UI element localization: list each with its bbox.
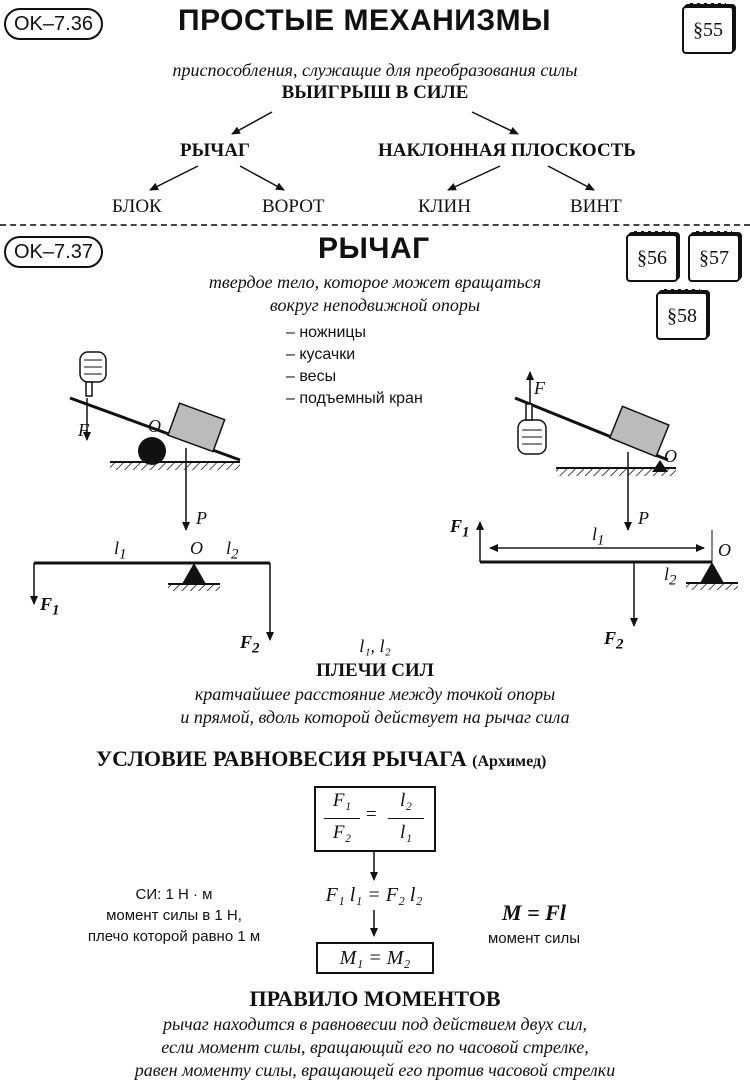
label-F1-right: F1 <box>450 516 470 541</box>
label-O-left-diagram: O <box>190 538 203 558</box>
si-line1: СИ: 1 Н · м <box>135 886 213 903</box>
left-force-diagram <box>30 561 274 641</box>
arrow-to-lever <box>231 111 273 135</box>
label-O-right-diagram: O <box>718 540 731 560</box>
load-box <box>166 402 226 453</box>
ratio-eq: = <box>366 804 377 825</box>
arms-definition-line2: и прямой, вдоль которой действует на рыч… <box>180 707 570 727</box>
paragraph-ref-56[interactable]: §56 <box>626 231 678 282</box>
paragraph-ref-57[interactable]: §57 <box>688 231 740 282</box>
pointing-hand-up-icon <box>517 403 547 455</box>
left-lever-illustration <box>69 351 241 531</box>
example-item: – кусачки <box>286 346 356 363</box>
wedge-label: КЛИН <box>418 196 472 217</box>
label-O-right: O <box>664 446 677 466</box>
gain-label: ВЫИГРЫШ В СИЛЕ <box>281 82 469 103</box>
label-F1-left: F1 <box>40 594 60 619</box>
ratio-num-right: l₂ <box>400 790 412 811</box>
classification-arrows <box>149 111 595 191</box>
inclined-plane-label: НАКЛОННАЯ ПЛОСКОСТЬ <box>378 140 636 161</box>
product-formula: F₁ l₁ = F₂ l₂ <box>325 884 423 906</box>
equilibrium-heading: УСЛОВИЕ РАВНОВЕСИЯ РЫЧАГА (Архимед) <box>96 746 546 772</box>
ratio-formula-box: F₁ F₂ = l₂ l₁ <box>314 786 436 852</box>
section-code-7-36: OK–7.36 <box>4 8 103 40</box>
arrow-to-screw <box>547 165 595 191</box>
ratio-den-left: F₂ <box>332 822 352 843</box>
winch-label: ВОРОТ <box>262 196 325 217</box>
moment-formula: M = Fl <box>502 900 566 925</box>
label-F2-left: F2 <box>240 632 260 657</box>
arms-definition-line1: кратчайшее расстояние между точкой опоры <box>194 684 556 704</box>
section-divider <box>0 224 750 226</box>
si-line2: момент силы в 1 Н, <box>106 907 242 924</box>
si-unit-block: СИ: 1 Н · м момент силы в 1 Н, плечо кот… <box>54 884 294 947</box>
load-box-right <box>608 405 670 458</box>
example-item: – ножницы <box>286 324 367 341</box>
label-F2-right: F2 <box>604 628 624 653</box>
paragraph-ref-55[interactable]: §55 <box>682 3 734 54</box>
arm-symbols: l₁, l₂ <box>359 636 391 656</box>
page-title: ПРОСТЫЕ МЕХАНИЗМЫ <box>178 4 552 37</box>
equilibrium-title: УСЛОВИЕ РАВНОВЕСИЯ РЫЧАГА <box>96 746 467 771</box>
lever-title: РЫЧАГ <box>318 232 430 265</box>
si-line3: плечо которой равно 1 м <box>87 928 261 945</box>
arrow-to-inclined-plane <box>471 111 519 135</box>
label-l1-left: l1 <box>114 538 127 563</box>
fulcrum-ball <box>138 437 166 465</box>
rule-line3: равен моменту силы, вращающей его против… <box>134 1060 616 1080</box>
lever-examples-list: – ножницы – кусачки – весы – подъемный к… <box>286 322 423 410</box>
right-force-diagram <box>476 521 738 627</box>
rule-heading: ПРАВИЛО МОМЕНТОВ <box>249 986 501 1011</box>
label-F-right: F <box>534 378 545 398</box>
pointing-hand-icon <box>79 351 107 397</box>
rule-line2: если момент силы, вращающий его по часов… <box>161 1037 589 1057</box>
lever-definition-line2: вокруг неподвижной опоры <box>269 295 481 315</box>
rule-line1: рычаг находится в равновесии под действи… <box>162 1014 588 1034</box>
example-item: – подъемный кран <box>286 390 423 407</box>
right-lever-illustration <box>514 371 676 531</box>
arrow-to-winch <box>239 165 285 191</box>
label-O-left: O <box>148 416 161 436</box>
moment-label: момент силы <box>487 930 581 947</box>
label-P-left: P <box>196 508 207 528</box>
section-code-7-37: OK–7.37 <box>4 236 103 268</box>
lever-definition-line1: твердое тело, которое может вращаться <box>208 272 542 292</box>
lever-label: РЫЧАГ <box>180 140 251 161</box>
label-P-right: P <box>638 508 649 528</box>
equilibrium-author: (Архимед) <box>472 753 547 770</box>
label-l1-right: l1 <box>592 524 605 549</box>
arrow-to-block <box>149 165 199 191</box>
arms-heading: ПЛЕЧИ СИЛ <box>316 660 434 681</box>
label-F-left: F <box>78 420 89 440</box>
ratio-den-right: l₁ <box>400 822 412 843</box>
ratio-num-left: F₁ <box>332 790 352 811</box>
mechanisms-definition: приспособления, служащие для преобразова… <box>172 60 578 80</box>
arrow-to-wedge <box>447 165 501 191</box>
paragraph-ref-58[interactable]: §58 <box>656 289 708 340</box>
label-l2-right: l2 <box>664 564 677 589</box>
block-label: БЛОК <box>112 196 162 217</box>
label-l2-left: l2 <box>226 538 239 563</box>
screw-label: ВИНТ <box>570 196 622 217</box>
moments-formula-box: M₁ = M₂ <box>316 942 434 974</box>
example-item: – весы <box>286 368 337 385</box>
